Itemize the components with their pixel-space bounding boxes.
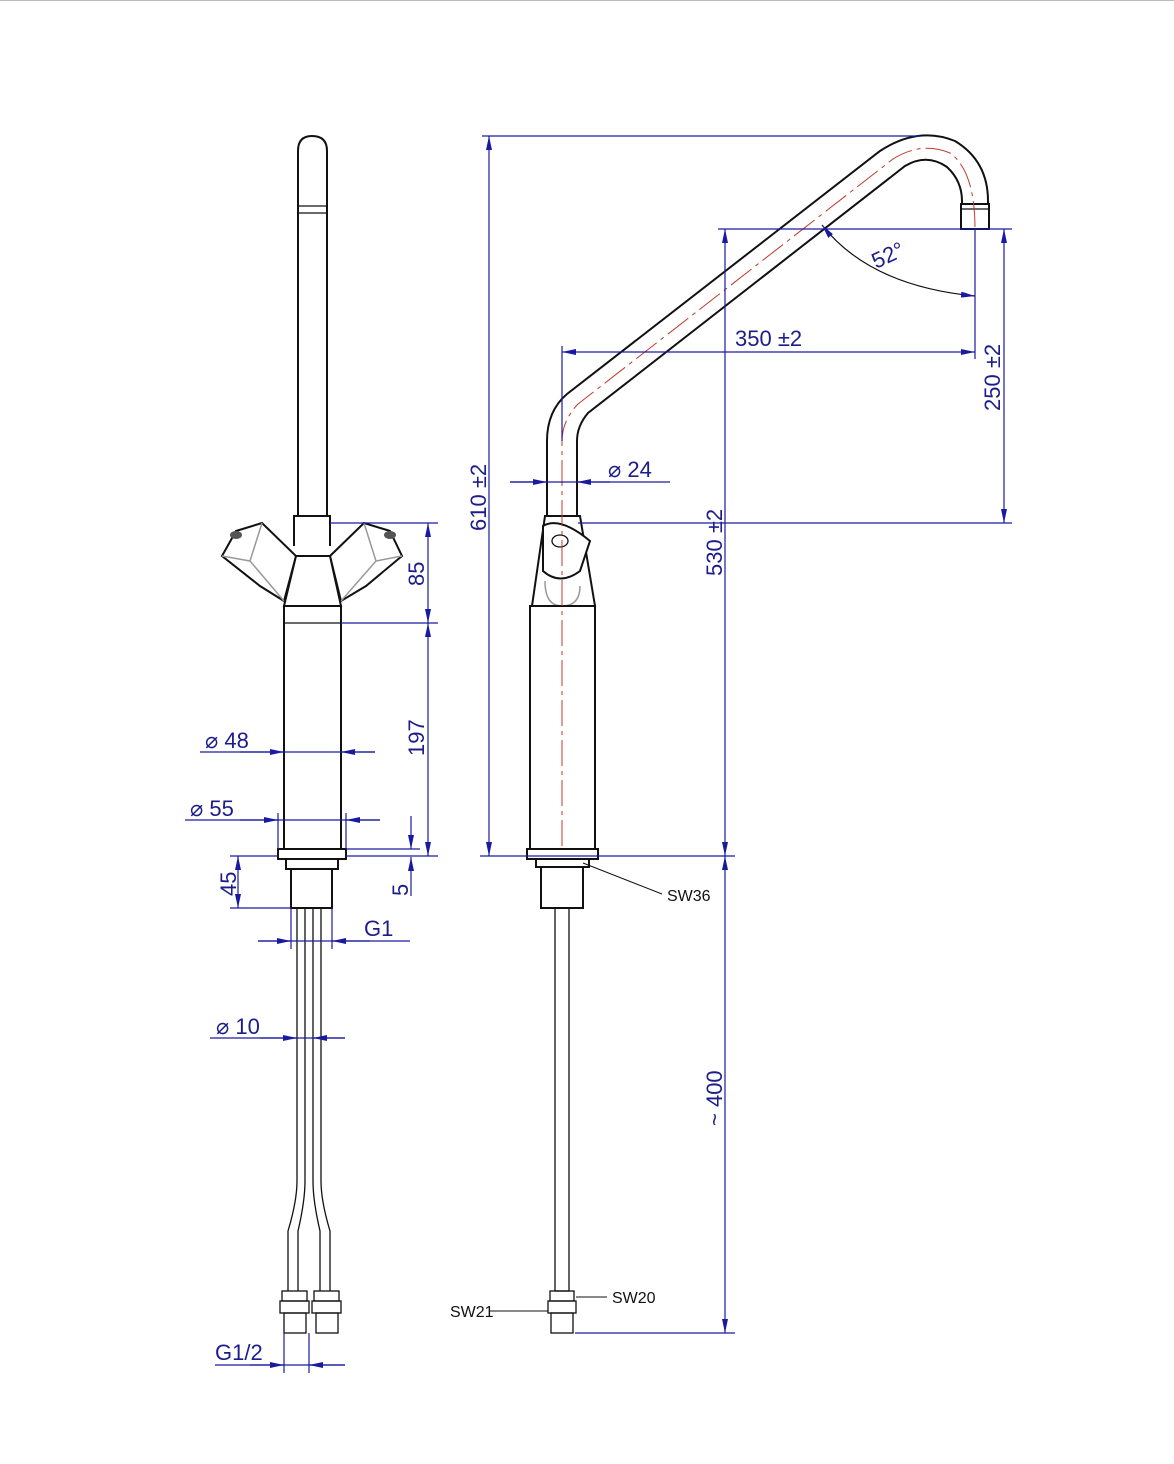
swivel-spout-inner [576, 158, 963, 521]
thread-g1-label: G1 [364, 916, 393, 941]
dim-250-label: 250 ±2 [980, 344, 1005, 411]
threaded-shank [290, 868, 333, 909]
angle-arc-52 [821, 224, 976, 298]
side-fitting [547, 1290, 577, 1334]
dim-45-label: 45 [216, 872, 241, 896]
nut [285, 858, 339, 870]
side-body-column [529, 605, 596, 850]
dia-10-label: ⌀ 10 [216, 1014, 260, 1039]
side-shank [540, 866, 584, 909]
sw36-leader [582, 862, 663, 895]
front-spout-tube [297, 134, 328, 516]
sw20-label: SW20 [612, 1290, 656, 1307]
sw21-label: SW21 [450, 1304, 494, 1321]
sw36-label: SW36 [667, 888, 711, 905]
pipe-fittings [279, 1290, 342, 1334]
centerline [561, 147, 976, 846]
dim-85-label: 85 [404, 562, 429, 586]
side-view [526, 134, 990, 1334]
dim-400-label: ~ 400 [702, 1070, 727, 1126]
dim-530-label: 530 ±2 [702, 509, 727, 576]
front-view [220, 134, 404, 1334]
front-dimensions: 85 197 ⌀ 48 ⌀ 55 5 45 G1 ⌀ 10 [185, 522, 438, 1373]
side-nut [535, 858, 590, 868]
dim-350-label: 350 ±2 [735, 326, 802, 351]
dim-610-label: 610 ±2 [466, 464, 491, 531]
dia-48-label: ⌀ 48 [205, 728, 249, 753]
collar [293, 515, 331, 546]
dim-197-label: 197 [404, 719, 429, 756]
handle-left [220, 521, 298, 603]
handle-right [328, 521, 404, 603]
supply-pipe-left [287, 908, 306, 1291]
side-base-flange [526, 848, 599, 860]
dia-24-label: ⌀ 24 [608, 457, 652, 482]
dim-5-label: 5 [388, 884, 413, 896]
thread-g12-label: G1/2 [215, 1340, 263, 1365]
side-supply-pipe [554, 907, 570, 1292]
body-column [283, 605, 342, 850]
base-flange [277, 848, 347, 860]
dia-55-label: ⌀ 55 [190, 796, 234, 821]
supply-pipe-right [312, 908, 331, 1291]
side-valve [530, 515, 597, 607]
